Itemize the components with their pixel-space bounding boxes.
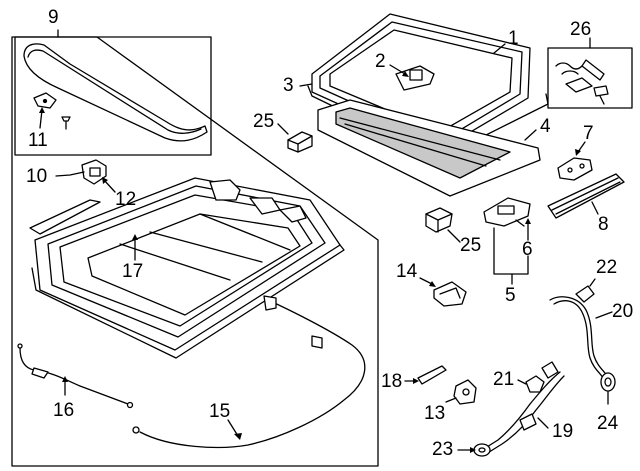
callout-21: 21	[493, 369, 515, 390]
leader-3	[299, 83, 313, 87]
callout-2: 2	[375, 51, 386, 72]
callout-19: 19	[552, 421, 574, 442]
callout-22: 22	[596, 257, 618, 278]
leader-22	[589, 278, 596, 287]
callout-3: 3	[283, 75, 294, 96]
rear-drain-hose-part	[132, 295, 366, 449]
grommet-part	[473, 443, 491, 457]
callout-18: 18	[381, 371, 403, 392]
callout-26: 26	[570, 19, 592, 40]
motor-cover-part	[433, 281, 467, 307]
sunroof-frame-assembly	[29, 177, 345, 359]
callout-7: 7	[583, 123, 594, 144]
callout-17: 17	[122, 261, 144, 282]
stopper-part-upper	[287, 131, 313, 153]
wiring-harness-part	[481, 361, 565, 455]
callout-15: 15	[209, 401, 231, 422]
callout-25-upper: 25	[253, 111, 275, 132]
callout-25-lower: 25	[460, 235, 482, 256]
leader-25-upper	[277, 123, 289, 135]
callout-9: 9	[48, 7, 59, 28]
callout-6: 6	[522, 239, 533, 260]
leader-20	[595, 311, 613, 319]
callout-13: 13	[424, 403, 446, 424]
clip-part	[81, 159, 107, 185]
deflector-inset-box	[14, 36, 212, 156]
switch-part	[453, 379, 477, 405]
guide-bracket-part	[483, 197, 531, 227]
drive-cable-part	[549, 285, 609, 381]
callout-8: 8	[598, 214, 609, 235]
leader-2	[389, 64, 406, 75]
leader-7	[577, 141, 586, 153]
leader-14	[419, 277, 433, 285]
leader-21	[517, 379, 527, 385]
deflector-bracket-part	[33, 92, 71, 130]
callout-14: 14	[396, 261, 418, 282]
drain-hose-part	[17, 343, 134, 409]
leader-15	[227, 419, 239, 437]
leader-19	[537, 417, 549, 429]
leader-8	[591, 201, 599, 215]
bracket-5	[493, 227, 529, 275]
callout-10: 10	[26, 166, 48, 187]
hardware-kit-box	[547, 47, 633, 109]
leader-12	[103, 179, 116, 193]
callout-20: 20	[612, 301, 634, 322]
sunshade-panel-part	[317, 99, 541, 197]
leader-25-lower	[447, 229, 461, 243]
stopper-part-lower	[425, 207, 453, 233]
callout-4: 4	[540, 116, 551, 137]
sensor-bracket-part	[417, 365, 447, 385]
connector-part	[525, 375, 545, 393]
leader-10	[55, 171, 85, 177]
leader-1	[493, 43, 506, 54]
callout-24: 24	[597, 413, 619, 434]
rail-bracket-part	[557, 157, 593, 181]
hardware-kit-items	[555, 59, 609, 105]
side-rail-part	[547, 173, 625, 219]
callout-1: 1	[508, 28, 519, 49]
callout-23: 23	[432, 439, 454, 460]
leader-13	[445, 397, 457, 403]
callout-11: 11	[28, 130, 48, 151]
callout-5: 5	[505, 285, 516, 306]
leader-4	[524, 129, 537, 141]
callout-12: 12	[115, 189, 137, 210]
cable-end-part	[600, 372, 616, 392]
wind-deflector-part	[23, 43, 208, 142]
callout-16: 16	[53, 400, 75, 421]
